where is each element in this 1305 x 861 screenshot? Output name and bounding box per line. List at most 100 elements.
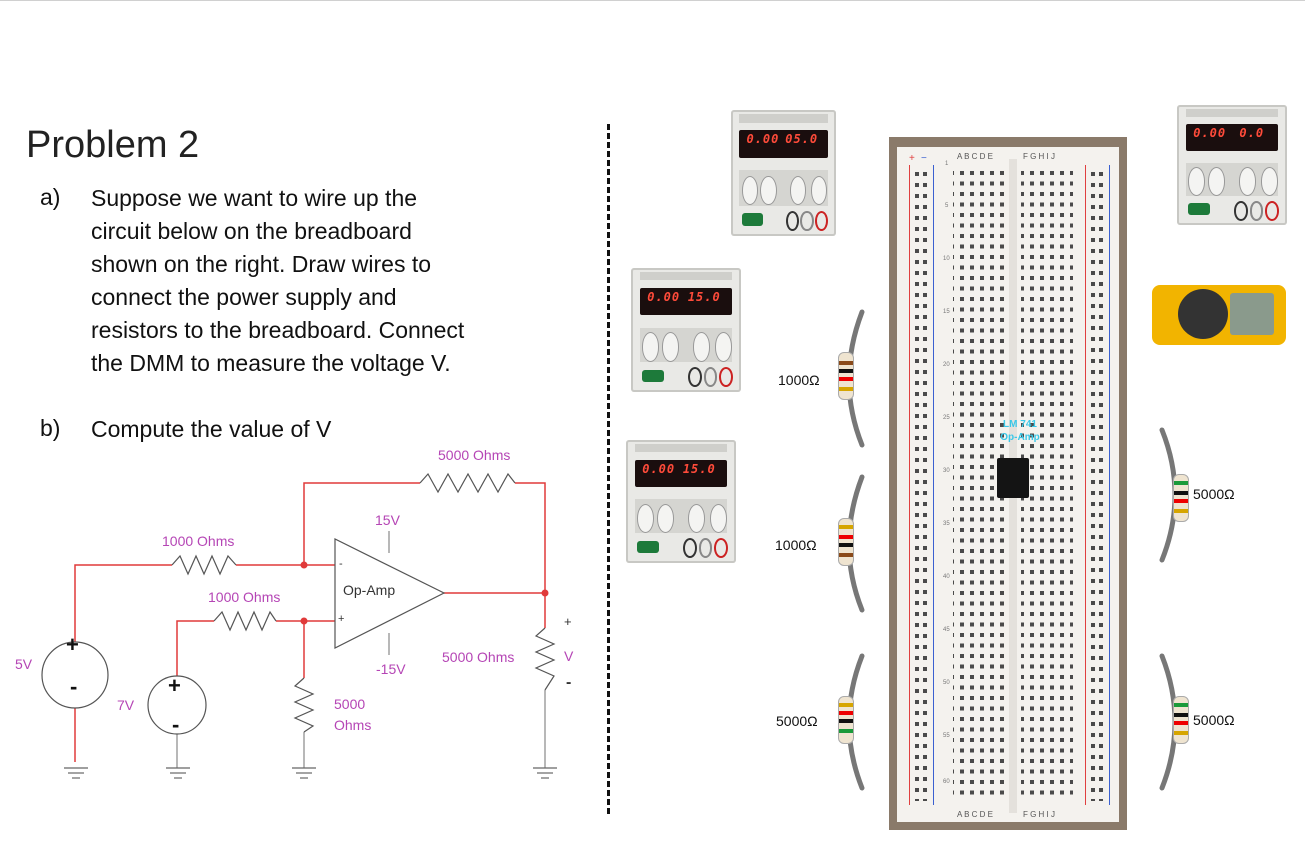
part-a-line: resistors to the breadboard. Connect [91, 317, 465, 343]
ps4-current: 0.00 [1193, 126, 1227, 141]
breadboard[interactable]: + − A B C D E F G H I J A B C D E F G H … [889, 137, 1127, 830]
wire-feedback-left [303, 482, 420, 565]
row-number-10: 10 [943, 256, 950, 262]
ps3-current: 0.00 [642, 461, 676, 476]
node-output [541, 589, 549, 597]
part-a-line: connect the power supply and [91, 284, 397, 310]
row-number-55: 55 [943, 733, 950, 739]
label-feedback-resistor: 5000 Ohms [438, 447, 511, 463]
label-load-resistor: 5000 Ohms [442, 649, 515, 665]
output-minus: - [566, 674, 572, 691]
wire-output [444, 592, 546, 628]
chip-label-line1: LM 741 [1003, 419, 1037, 430]
source-5v-plus: + [66, 632, 79, 657]
label-neg-supply: -15V [376, 661, 406, 677]
label-pos-supply: 15V [375, 512, 400, 528]
row-number-15: 15 [943, 309, 950, 315]
resistor-load [534, 627, 556, 691]
part-a-line: Suppose we want to wire up the [91, 185, 418, 211]
label-source-7v: 7V [117, 697, 135, 713]
resistor-left-mid[interactable] [838, 518, 854, 566]
label-noninv-input: + [338, 613, 345, 625]
dmm-dial-icon[interactable] [1178, 289, 1228, 339]
wire-7v-to-r2 [176, 620, 214, 678]
ps1-current: 0.00 [746, 132, 780, 147]
grey-wires [176, 531, 546, 768]
row-number-50: 50 [943, 680, 950, 686]
power-supply-3[interactable]: 0.00 15.0 [626, 440, 736, 563]
problem-title: Problem 2 [26, 124, 200, 166]
resistor-left-bot-label: 5000Ω [776, 713, 818, 729]
ps3-voltage: 15.0 [682, 461, 716, 476]
dashed-divider [607, 124, 610, 814]
wire-feedback-right [515, 482, 546, 593]
opamp-chip[interactable] [997, 458, 1029, 498]
columns-left-bottom: A B C D E [957, 810, 994, 819]
resistor-left-mid-label: 1000Ω [775, 537, 817, 553]
resistor-left-bot[interactable] [838, 696, 854, 744]
node-inv [300, 561, 308, 569]
resistor-left-top[interactable] [838, 352, 854, 400]
part-a-label: a) [40, 184, 61, 210]
row-number-60: 60 [943, 779, 950, 785]
rail-left-red [909, 165, 910, 805]
row-number-20: 20 [943, 362, 950, 368]
rail-right-blue [1109, 165, 1110, 805]
breadboard-surface[interactable]: + − A B C D E F G H I J A B C D E F G H … [897, 147, 1119, 822]
ps4-voltage: 0.0 [1239, 126, 1265, 141]
row-number-40: 40 [943, 574, 950, 580]
row-number-35: 35 [943, 521, 950, 527]
output-label: V [564, 648, 574, 664]
resistor-feedback [419, 472, 516, 494]
resistor-r3 [293, 677, 315, 733]
output-plus: + [564, 614, 572, 629]
part-a-line: shown on the right. Draw wires to [91, 251, 432, 277]
part-b-label: b) [40, 415, 61, 441]
ps2-current: 0.00 [647, 290, 681, 304]
label-opamp: Op-Amp [343, 582, 396, 598]
resistor-right-bot-label: 5000Ω [1193, 712, 1235, 728]
columns-right-bottom: F G H I J [1023, 810, 1055, 819]
label-inv-input: - [339, 558, 343, 570]
label-r3-line1: 5000 [334, 696, 366, 712]
row-number-1: 1 [945, 161, 949, 167]
label-r3-line2: Ohms [334, 717, 372, 733]
digital-multimeter[interactable] [1152, 285, 1286, 345]
rail-minus-label: − [921, 153, 927, 164]
resistor-right-top[interactable] [1173, 474, 1189, 522]
columns-left-top: A B C D E [957, 152, 994, 161]
source-7v-minus: - [172, 712, 180, 737]
breadboard-holes [913, 169, 1107, 801]
resistor-r2 [213, 610, 277, 632]
rail-left-blue [933, 165, 934, 805]
ps2-voltage: 15.0 [687, 290, 721, 304]
part-a-text: Suppose we want to wire up the circuit b… [91, 182, 521, 380]
source-7v-plus: + [168, 673, 181, 698]
grounds [64, 767, 557, 779]
label-r2: 1000 Ohms [208, 589, 281, 605]
top-rule [0, 0, 1305, 1]
row-number-30: 30 [943, 468, 950, 474]
node-noninv [300, 617, 308, 625]
resistor-r1 [171, 554, 237, 576]
wires [74, 482, 546, 762]
opamp-triangle [334, 538, 446, 649]
source-5v-minus: - [70, 674, 78, 699]
resistor-right-top-label: 5000Ω [1193, 486, 1235, 502]
part-a-line: the DMM to measure the voltage V. [91, 350, 451, 376]
wire-5v-to-r1 [74, 564, 172, 642]
chip-label: LM 741 Op-Amp [994, 418, 1046, 444]
source-5v [41, 641, 109, 709]
source-7v [147, 675, 207, 735]
power-supply-4[interactable]: 0.00 0.0 [1177, 105, 1287, 225]
rail-plus-label: + [909, 153, 915, 164]
resistor-left-top-label: 1000Ω [778, 372, 820, 388]
resistor-right-bot[interactable] [1173, 696, 1189, 744]
dmm-screen [1230, 293, 1274, 335]
power-supply-2[interactable]: 0.00 15.0 [631, 268, 741, 392]
part-a-line: circuit below on the breadboard [91, 218, 412, 244]
rail-right-red [1085, 165, 1086, 805]
row-number-25: 25 [943, 415, 950, 421]
columns-right-top: F G H I J [1023, 152, 1055, 161]
